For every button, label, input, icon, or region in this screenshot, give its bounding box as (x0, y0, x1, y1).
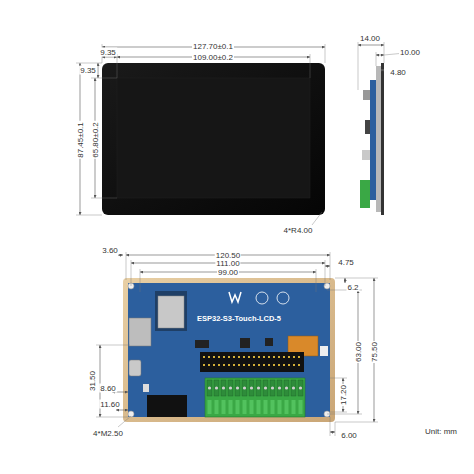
lcd-front (102, 63, 325, 215)
dimension-text: 3.60 (101, 246, 119, 255)
dimension-text: 4.80 (389, 68, 407, 77)
pin-repeats (203, 356, 303, 414)
dimension-text: 6.2 (346, 283, 359, 292)
dimension-text: 4.75 (337, 258, 355, 267)
dimension-text: 11.60 (99, 400, 120, 409)
board-silkscreen: ESP32-S3-Touch-LCD-5 (197, 314, 281, 323)
dimension-text: 4*M2.50 (92, 429, 124, 438)
dimension-text: 17.20 (339, 384, 348, 406)
dimension-text: 109.00±0.2 (192, 53, 234, 62)
dimension-text: 14.00 (359, 34, 381, 43)
dimension-text: 99.00 (217, 268, 239, 277)
lcd-back-frame (123, 278, 335, 422)
dimension-text: 65.80±0.2 (91, 121, 100, 159)
dimension-text: 111.00 (215, 259, 240, 268)
unit-note: Unit: mm (424, 427, 458, 436)
dimension-text: 127.70±0.1 (192, 42, 234, 51)
dimension-text: 75.50 (370, 341, 379, 363)
dimension-text: 4*R4.00 (283, 226, 314, 235)
board-parts (128, 283, 330, 417)
pcb-board-area: ESP32-S3-Touch-LCD-5 (127, 283, 333, 417)
side-view (360, 63, 384, 215)
dimension-text: 8.60 (99, 384, 117, 393)
dimension-text: 10.00 (399, 48, 421, 57)
dimension-text: 9.35 (79, 66, 97, 75)
dimension-text: 87.45±0.1 (76, 121, 85, 159)
pcb-board (128, 283, 330, 417)
dimension-text: 9.35 (99, 48, 117, 57)
dimension-text: 63.00 (354, 341, 363, 363)
dimension-text: 31.50 (88, 370, 97, 392)
dimension-lines (76, 42, 405, 436)
active-area (117, 78, 310, 198)
dimension-text: 6.00 (340, 431, 358, 440)
